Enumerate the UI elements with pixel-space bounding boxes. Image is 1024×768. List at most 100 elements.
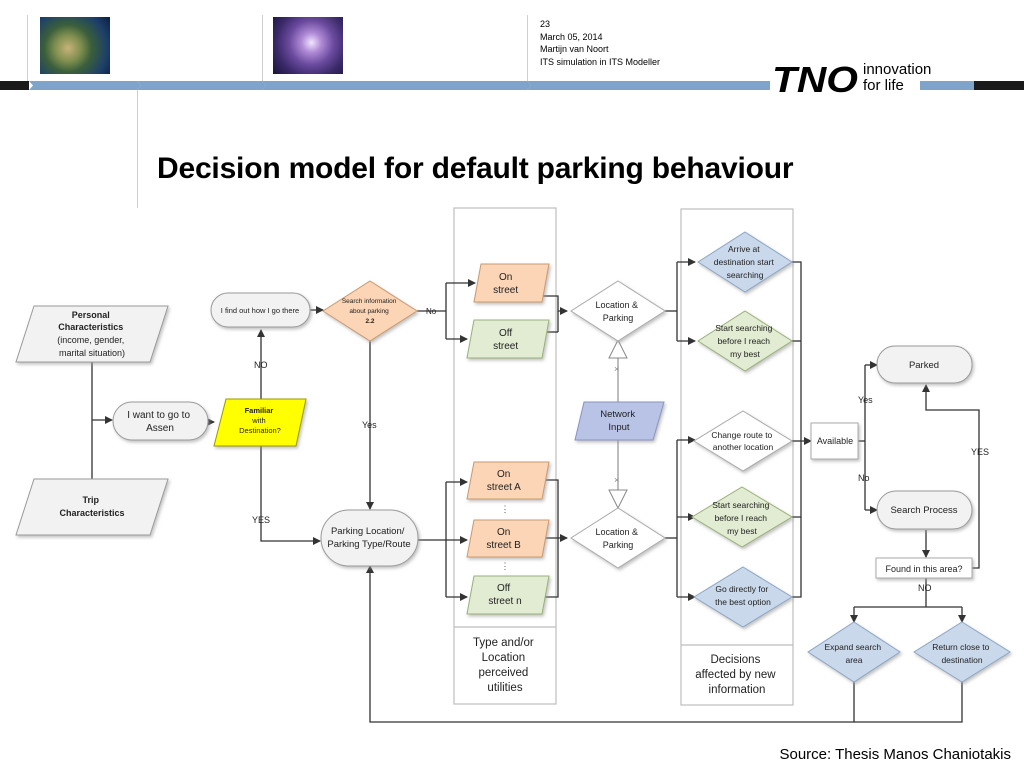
svg-text:Search information about p: Search information about parking 2.2 — [342, 298, 398, 325]
go-directly-line: Go directly for — [715, 584, 768, 594]
return-close-diamond — [913, 621, 1011, 683]
start-searching-line: before I reach — [718, 336, 771, 346]
on-street-line: On — [499, 272, 512, 283]
svg-text:Return close to destinatio: Return close to destination — [932, 642, 992, 665]
start-searching-diamond-1 — [697, 310, 793, 372]
personal-characteristics-line: (income, gender, — [57, 335, 124, 345]
header-divider — [27, 15, 28, 83]
parked-text: Parked — [909, 360, 939, 371]
search-process-text: Search Process — [890, 505, 957, 516]
svg-text:Location & Parking: Location & Parking — [595, 300, 640, 323]
i-find-out-text: I find out how I go there — [221, 306, 299, 315]
off-street-line: Off — [499, 328, 512, 339]
network-input-node — [574, 401, 665, 441]
slide-author: Martijn van Noort — [540, 44, 609, 54]
arrive-at-destination-diamond — [697, 231, 793, 293]
on-street-line: street — [493, 285, 518, 296]
available-text: Available — [817, 436, 853, 446]
location-parking-line: Location & — [595, 527, 638, 537]
start-searching-line: Start searching — [712, 500, 769, 510]
svg-text:Decisions affected by new: Decisions affected by new information — [695, 654, 779, 696]
svg-text:On street Off stre: On street Off street On street A On stre… — [486, 272, 523, 607]
svg-text:Location & Parking: Location & Parking — [595, 527, 640, 550]
svg-text:Familiar with Destinat: Familiar with Destination? — [239, 406, 281, 435]
arrive-at-destination-line: destination start — [714, 257, 775, 267]
slide-subtitle: ITS simulation in ITS Modeller — [540, 56, 661, 67]
change-route-diamond — [693, 410, 793, 472]
i-find-out-node — [210, 292, 311, 328]
yes-label: Yes — [858, 395, 873, 405]
svg-text:Personal Characteristics: Personal Characteristics (income, gender… — [57, 310, 127, 358]
on-street-b-node — [466, 519, 550, 558]
arrive-at-destination-line: searching — [727, 270, 764, 280]
on-street-b-line: street B — [486, 540, 521, 551]
network-input-line: Network — [600, 409, 635, 420]
svg-text:Network Input: Network Input — [600, 409, 637, 433]
start-searching-line: before I reach — [715, 513, 768, 523]
i-want-to-go-line: Assen — [146, 423, 174, 434]
slide-title: Decision model for default parking behav… — [157, 152, 794, 185]
off-street-n-line: Off — [497, 583, 510, 594]
svg-text:Expand search area: Expand search area — [824, 642, 883, 665]
start-searching-line: my best — [730, 349, 760, 359]
found-in-area-node — [875, 557, 973, 579]
column-label-utilities-line: Type and/or — [473, 637, 534, 649]
satellite-thumbnail — [40, 17, 110, 74]
svg-text:Arrive at destination star: Arrive at destination start searching — [714, 244, 776, 280]
no-label: NO — [918, 583, 932, 593]
go-directly-line: the best option — [715, 597, 771, 607]
familiar-line: Destination? — [239, 426, 281, 435]
parking-location-node — [320, 509, 419, 567]
connectors — [91, 258, 980, 723]
slide-meta: 23 March 05, 2014 Martijn van Noort ITS … — [540, 18, 660, 68]
search-information-line: 2.2 — [365, 318, 374, 325]
expand-search-diamond — [807, 621, 901, 683]
column-label-decisions-line: Decisions — [710, 654, 760, 666]
svg-text:Start searching before I r: Start searching before I reach my best — [715, 323, 775, 359]
location-parking-diamond-2 — [570, 507, 666, 569]
location-parking-line: Location & — [595, 300, 638, 310]
start-searching-diamond-2 — [691, 486, 793, 548]
svg-text:Type and/or Location p: Type and/or Location perceived utilities — [473, 637, 537, 694]
ellipsis: ⋮ — [501, 504, 510, 514]
header-divider — [527, 15, 528, 83]
x-marker: × — [614, 364, 619, 374]
yes-label: YES — [971, 447, 989, 457]
trip-characteristics-shape — [15, 478, 169, 536]
personal-characteristics-line: Personal — [72, 310, 110, 320]
off-street-n-line: street n — [488, 596, 521, 607]
column-label-utilities-line: Location — [482, 652, 525, 664]
column-label-utilities-line: utilities — [487, 682, 522, 694]
no-label: No — [858, 473, 870, 483]
search-information-line: about parking — [349, 308, 389, 315]
tno-logo: TNO — [772, 59, 858, 100]
change-route-line: Change route to — [711, 430, 772, 440]
header-divider — [262, 15, 263, 83]
return-close-line: destination — [941, 655, 982, 665]
trip-characteristics-line: Characteristics — [59, 508, 124, 518]
slide-date: March 05, 2014 — [540, 31, 603, 42]
familiar-with-destination-node — [213, 398, 307, 447]
i-want-to-go-line: I want to go to — [127, 410, 190, 421]
location-parking-diamond-1 — [570, 280, 666, 342]
change-route-line: another location — [713, 442, 774, 452]
search-process-node — [876, 490, 973, 530]
start-searching-line: Start searching — [715, 323, 772, 333]
off-street-node — [466, 319, 550, 359]
network-input-line: Input — [608, 422, 629, 433]
available-node — [810, 422, 859, 460]
return-close-line: Return close to — [932, 642, 989, 652]
off-street-n-node — [466, 575, 550, 615]
parked-node — [876, 345, 973, 384]
no-label: NO — [254, 360, 268, 370]
column-label-utilities-line: perceived — [478, 667, 528, 679]
off-street-line: street — [493, 341, 518, 352]
familiar-line: Familiar — [245, 406, 274, 415]
column-label-decisions-line: information — [709, 684, 766, 696]
slide-number: 23 — [540, 19, 551, 29]
source-caption: Source: Thesis Manos Chaniotakis — [779, 746, 1011, 763]
svg-text:Parking Location/ Parking: Parking Location/ Parking Type/Route — [327, 526, 410, 550]
personal-characteristics-line: Characteristics — [58, 322, 123, 332]
location-parking-line: Parking — [603, 313, 634, 323]
svg-text:Go directly for the best o: Go directly for the best option — [715, 584, 771, 607]
